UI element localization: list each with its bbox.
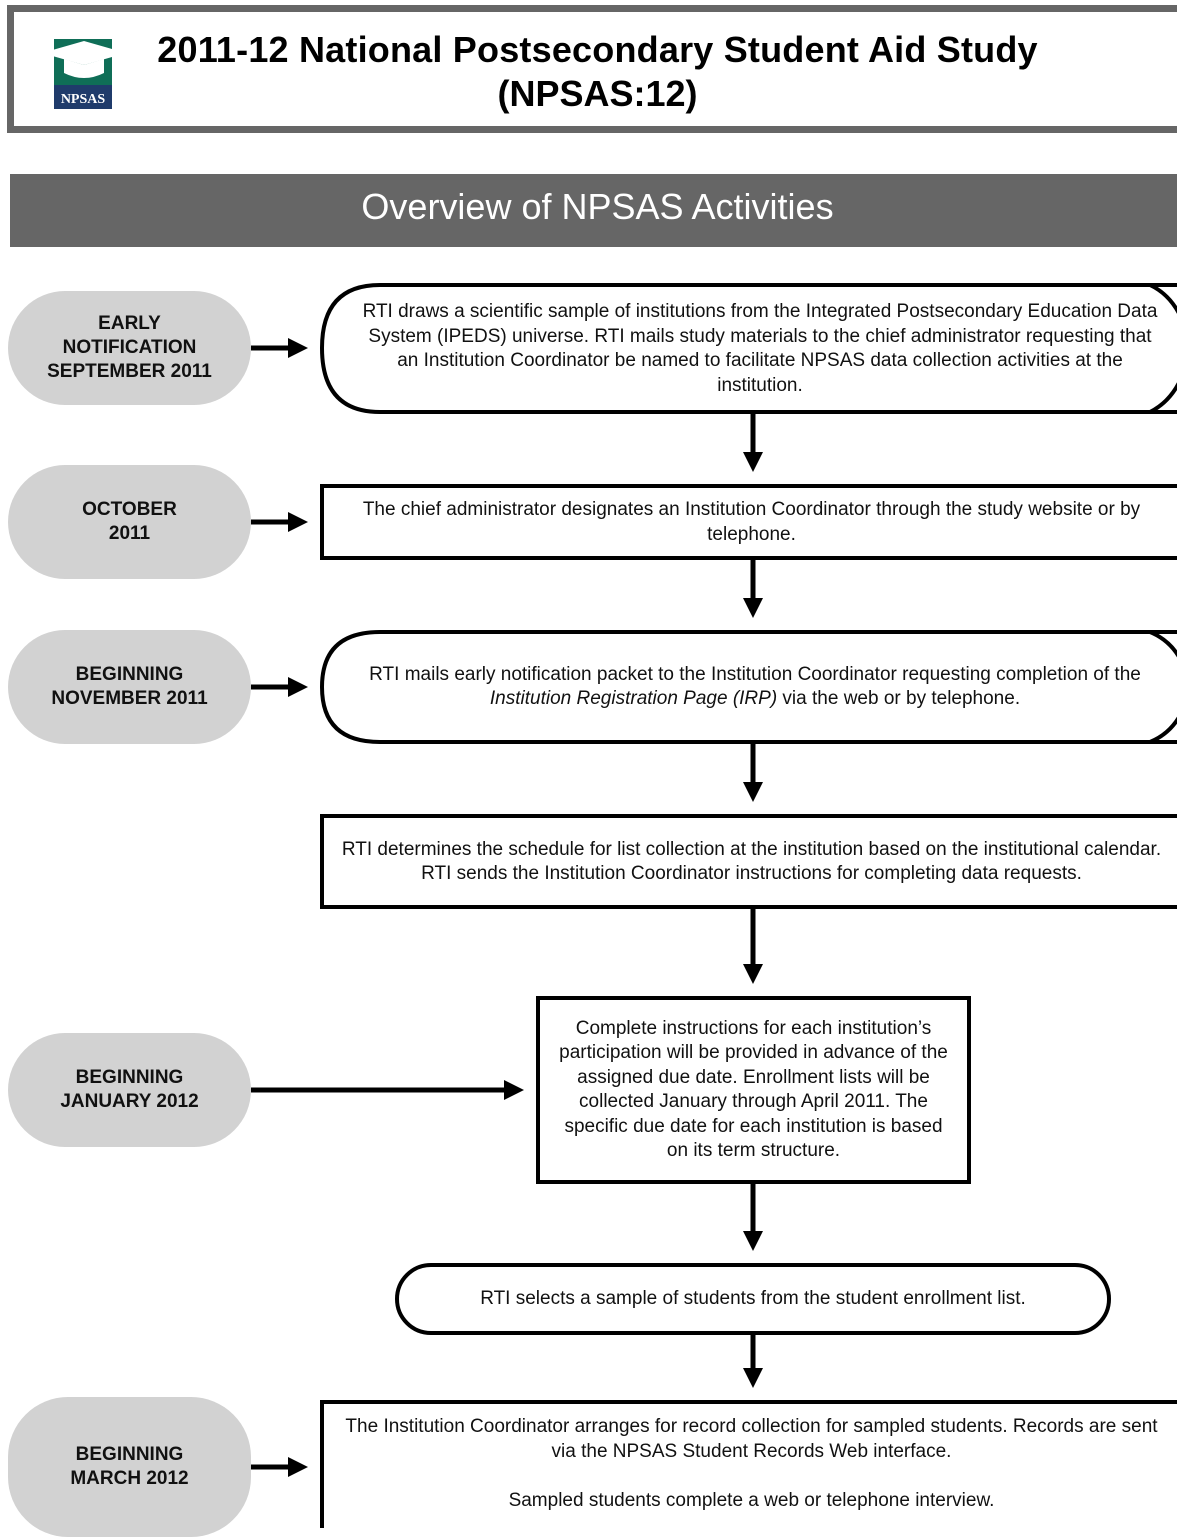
timeline-label: EARLY (98, 313, 161, 334)
document-title: 2011-12 National Postsecondary Student A… (157, 29, 1038, 70)
npsas-logo: NPSAS (42, 39, 126, 109)
graduation-cap-base (64, 59, 104, 78)
step-3-text-part: RTI mails early notification packet to t… (369, 663, 1141, 685)
step-7-paragraph-1: The Institution Coordinator arranges for… (345, 1416, 1158, 1462)
timeline-label: BEGINNING (75, 664, 184, 685)
step-3-text: RTI mails early notification packet to t… (355, 635, 1155, 739)
timeline-early-notification: EARLY NOTIFICATION SEPTEMBER 2011 (8, 291, 251, 405)
step-7-box (320, 1400, 1177, 1528)
timeline-label: JANUARY 2012 (60, 1091, 199, 1112)
timeline-label: OCTOBER (82, 499, 177, 520)
step-3-text-part: via the web or by telephone. (777, 688, 1021, 709)
step-2-text: The chief administrator designates an In… (362, 499, 1141, 545)
logo-text-band (54, 85, 112, 109)
step-7-text: The Institution Coordinator arranges for… (326, 1405, 1177, 1528)
step-3-box (319, 630, 1177, 744)
timeline-label: MARCH 2012 (70, 1468, 189, 1489)
section-banner (10, 174, 1177, 247)
timeline-label: SEPTEMBER 2011 (47, 361, 212, 382)
header-frame (7, 5, 1177, 133)
graduation-cap-icon (42, 41, 126, 65)
step-7-paragraph-2: Sampled students complete a web or telep… (508, 1490, 995, 1511)
step-1-box (319, 283, 1177, 414)
step-4-box (320, 814, 1177, 909)
timeline-label: NOTIFICATION (62, 337, 197, 358)
timeline-march-2012: BEGINNING MARCH 2012 (8, 1397, 251, 1537)
timeline-october-2011: OCTOBER 2011 (8, 465, 251, 579)
timeline-january-2012: BEGINNING JANUARY 2012 (8, 1033, 251, 1147)
step-2-box (320, 484, 1177, 560)
timeline-label: BEGINNING (75, 1444, 184, 1465)
step-3-text-italic: Institution Registration Page (IRP) (489, 688, 778, 709)
step-3-box-right-curve (1149, 630, 1177, 744)
step-4-text: RTI determines the schedule for list col… (341, 838, 1162, 885)
step-6-text: RTI selects a sample of students from th… (480, 1287, 1026, 1309)
section-title: Overview of NPSAS Activities (361, 186, 834, 227)
step-5-text: Complete instructions for each instituti… (559, 1017, 948, 1162)
step-1-text: RTI draws a scientific sample of institu… (362, 301, 1158, 396)
timeline-label: BEGINNING (75, 1067, 184, 1088)
timeline-label: NOVEMBER 2011 (51, 688, 208, 709)
timeline-label: 2011 (108, 523, 151, 544)
timeline-november-2011: BEGINNING NOVEMBER 2011 (8, 630, 251, 744)
document-subtitle: (NPSAS:12) (497, 73, 698, 114)
step-1-box-right-curve (1149, 283, 1177, 414)
step-3-text-content: RTI mails early notification packet to t… (355, 663, 1155, 712)
logo-text: NPSAS (61, 92, 106, 107)
